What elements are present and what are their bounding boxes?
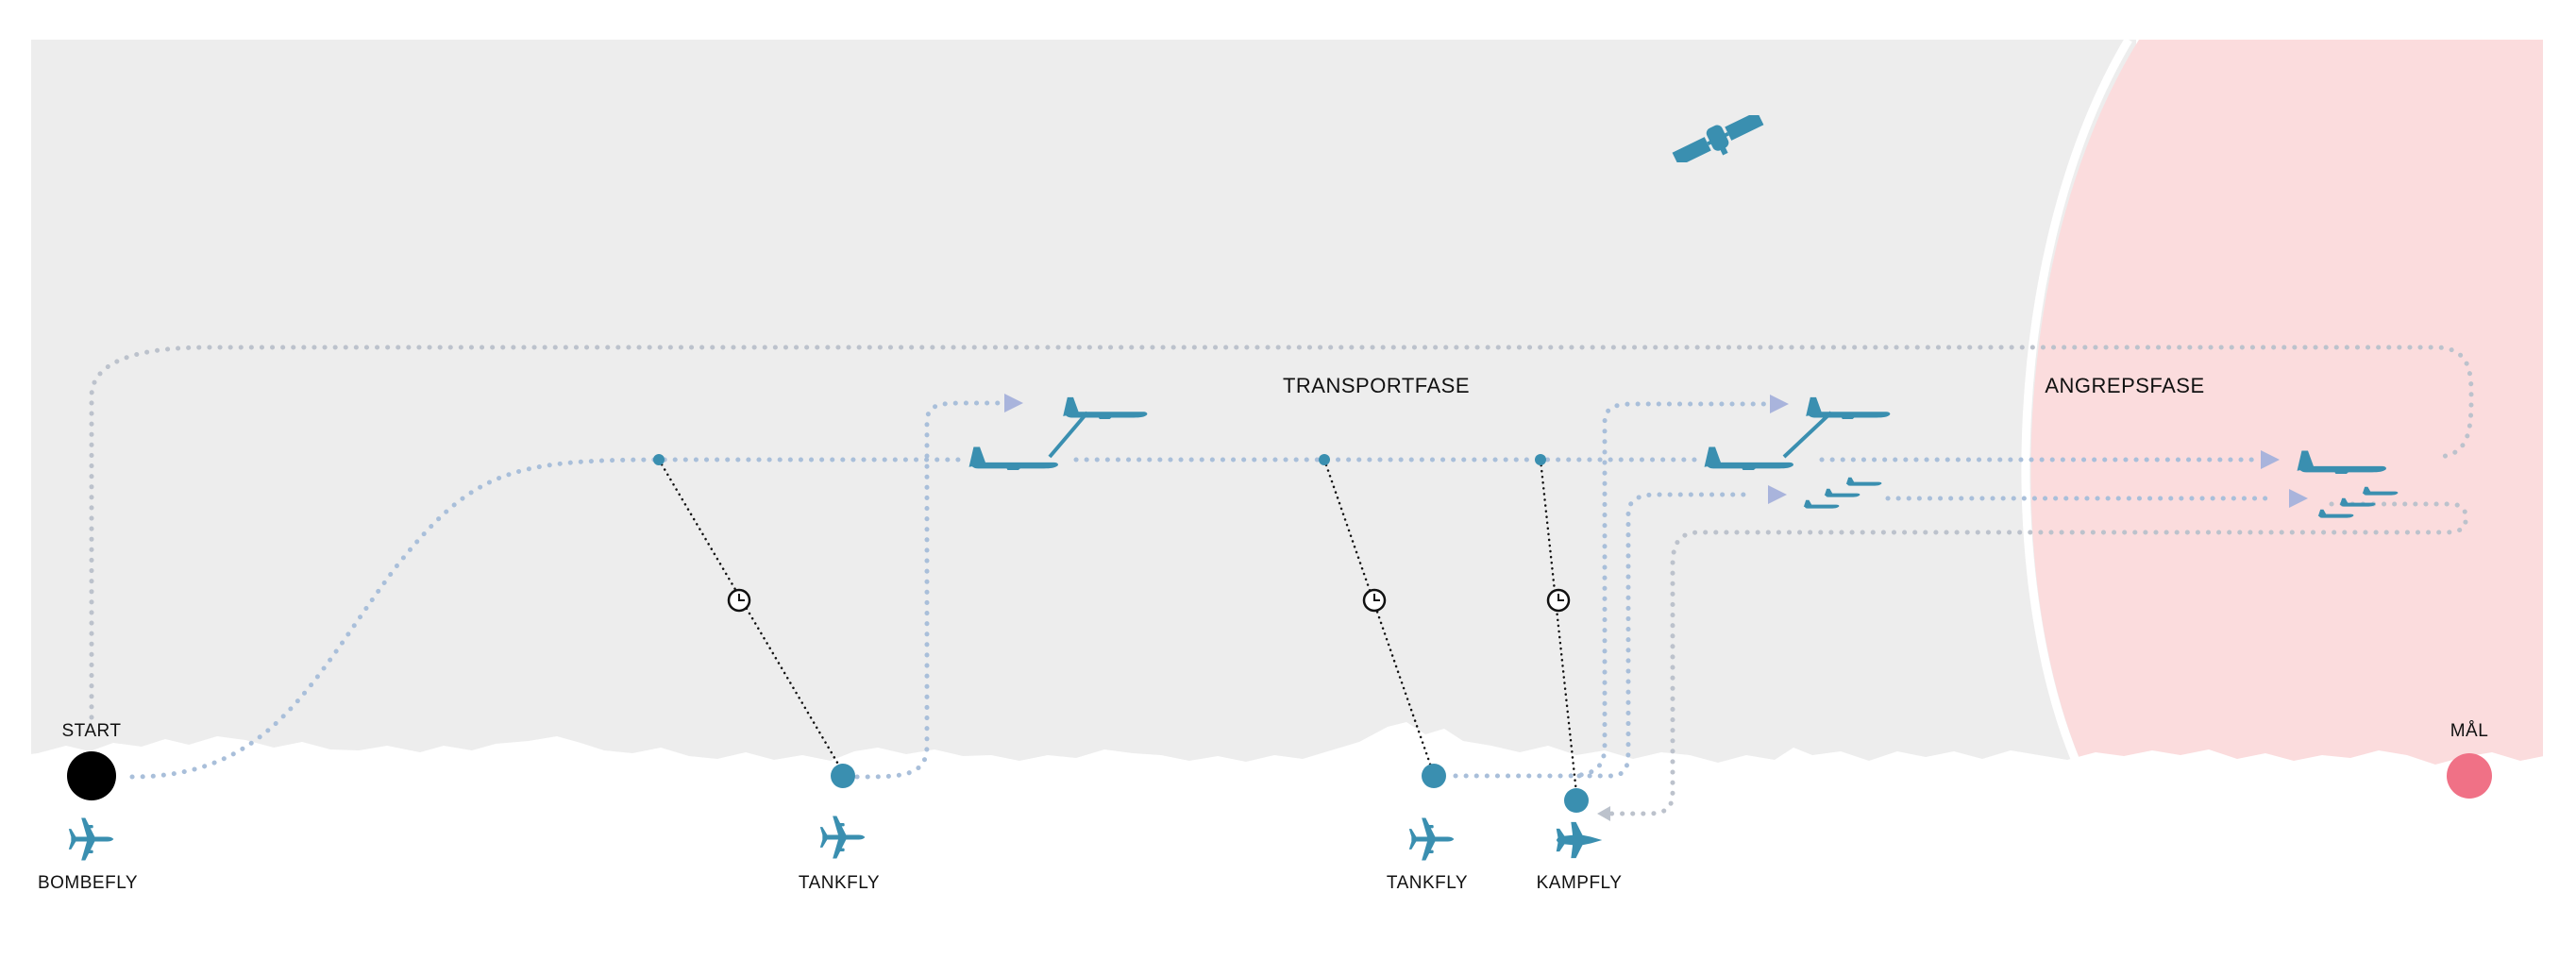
sync-lines (657, 458, 1578, 795)
attack-zone-border (2021, 37, 2132, 776)
start-label: START (61, 721, 122, 741)
goal-node (2447, 753, 2492, 799)
refuel-group-1 (968, 396, 1148, 470)
clock-icon (1362, 588, 1387, 613)
refuel-group-2 (1704, 396, 1891, 470)
attack-zone (2030, 40, 2543, 774)
route-tanker-2 (1453, 401, 1773, 779)
goal-label: MÅL (2450, 721, 2489, 741)
transport-region (31, 40, 2136, 774)
tanker-2-label: TANKFLY (1386, 873, 1469, 893)
attack-phase-label: ANGREPSFASE (2045, 374, 2205, 397)
tanker-1-label: TANKFLY (798, 873, 881, 893)
tanker-1-node (831, 764, 855, 788)
fighter-label: KAMPFLY (1536, 873, 1623, 893)
route-transport (129, 457, 2264, 780)
clock-icon (727, 588, 751, 613)
route-outer-loop (89, 345, 2474, 720)
tanker-2-node (1422, 764, 1446, 788)
clock-icon (1546, 588, 1571, 613)
terrain-horizon (0, 722, 2576, 976)
bomber-label: BOMBEFLY (37, 873, 139, 893)
route-arrowheads (1004, 394, 2308, 508)
return-arrowhead (1597, 806, 1610, 821)
route-fighter (1576, 492, 1749, 779)
start-node (67, 751, 116, 800)
transport-phase-label: TRANSPORTFASE (1282, 374, 1471, 397)
fighter-node (1564, 788, 1589, 813)
waypoints (653, 454, 1546, 465)
route-tanker-1 (854, 400, 1003, 780)
